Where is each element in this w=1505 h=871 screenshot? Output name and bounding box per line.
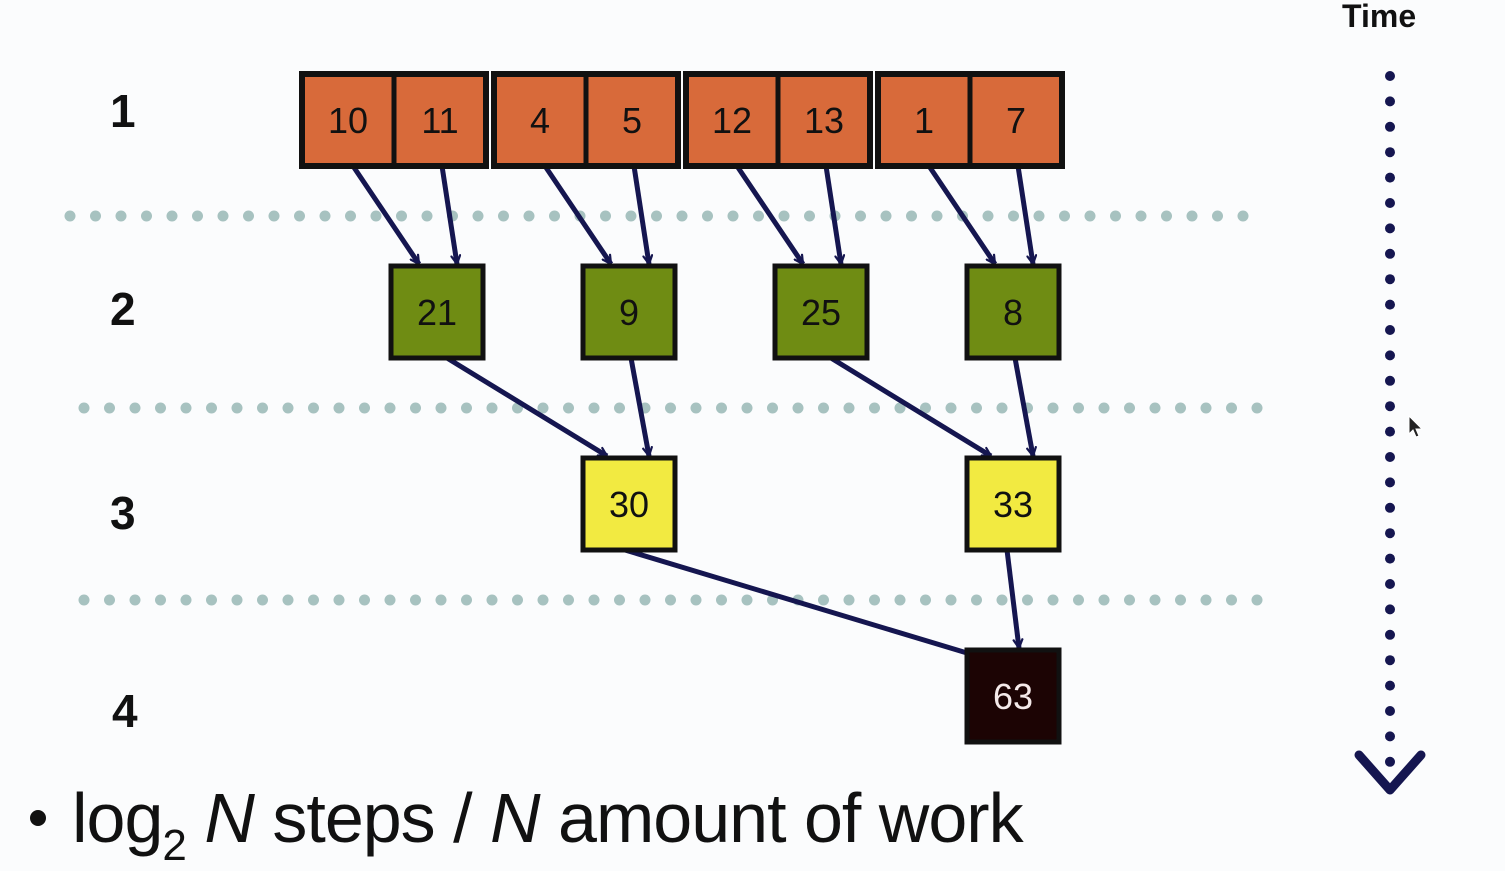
value-label: 11 [421,100,458,141]
value-box-step2: 8 [964,263,1062,361]
value-label: 1 [914,100,934,141]
reduction-arrow [542,164,614,266]
value-box-step1: 7 [967,71,1065,169]
reduction-arrow [734,164,806,266]
footer-suffix: amount of work [539,779,1024,857]
footer-var1: N [204,779,255,857]
reduction-arrow [624,547,979,659]
value-box-step3: 30 [580,455,678,553]
reduction-arrow [631,165,654,266]
pair-group-border [299,71,489,169]
step-separator-2 [78,402,1263,414]
time-axis-label: Time [1342,0,1417,34]
value-box-step1: 1 [875,71,973,169]
footer-prefix: log [72,779,163,857]
reduction-arrow [439,165,462,266]
value-box-step2: 9 [580,263,678,361]
value-box-step1: 11 [391,71,489,169]
value-box-step3: 33 [964,455,1062,553]
reduction-arrow [1004,549,1024,650]
value-label: 8 [1003,292,1023,333]
chevron-down-icon [1354,750,1426,795]
value-box-step1: 13 [775,71,873,169]
value-box-step1: 12 [683,71,781,169]
value-label: 9 [619,292,639,333]
reduction-arrow [445,355,609,459]
value-label: 13 [804,100,844,141]
value-label: 25 [801,292,841,333]
mouse-cursor-icon [1408,415,1424,438]
value-box-step2: 21 [388,263,486,361]
step-label-1: 1 [110,85,136,137]
pair-group-border [875,71,1065,169]
value-label: 4 [530,100,550,141]
value-label: 63 [993,676,1033,717]
footer-middle: steps / [253,779,491,857]
reduction-arrow [350,164,422,266]
footer-subscript: 2 [162,821,187,870]
time-axis-arrow [1354,71,1426,795]
footer-var2: N [490,779,541,857]
reduction-arrow [823,165,846,266]
value-label: 30 [609,484,649,525]
step-separator-3 [78,594,1263,606]
reduction-arrow [926,164,998,266]
step-label-2: 2 [110,283,136,335]
value-label: 10 [328,100,368,141]
value-box-step1: 5 [583,71,681,169]
reduction-arrow [829,355,993,459]
value-box-step2: 25 [772,263,870,361]
step-label-4: 4 [112,685,138,737]
step-separator-1 [64,210,1249,222]
pair-group-border [491,71,681,169]
value-box-step1: 10 [299,71,397,169]
reduction-arrow [628,357,653,458]
summary-bullet: log2 N steps / N amount of work [30,778,1024,871]
pair-group-border [683,71,873,169]
value-label: 7 [1006,100,1026,141]
step-label-3: 3 [110,487,136,539]
bullet-icon [30,810,46,826]
value-label: 33 [993,484,1033,525]
value-label: 12 [712,100,752,141]
value-box-step4: 63 [964,647,1062,745]
value-label: 21 [417,292,457,333]
value-box-step1: 4 [491,71,589,169]
value-label: 5 [622,100,642,141]
reduction-arrow [1015,165,1038,266]
reduction-arrow [1012,357,1037,458]
